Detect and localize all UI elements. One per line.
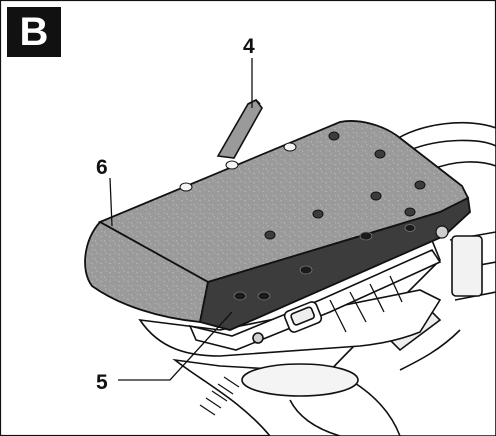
plate-front-face [198, 196, 471, 331]
figure-label-badge: B [7, 7, 61, 57]
clip-lever [216, 98, 263, 159]
callout-4: 4 [243, 35, 255, 58]
callout-5: 5 [96, 371, 108, 394]
front-clamp [188, 248, 442, 351]
callout-6: 6 [96, 156, 108, 179]
sanding-sheet-wrap [84, 220, 210, 323]
leader-lines [109, 58, 253, 381]
